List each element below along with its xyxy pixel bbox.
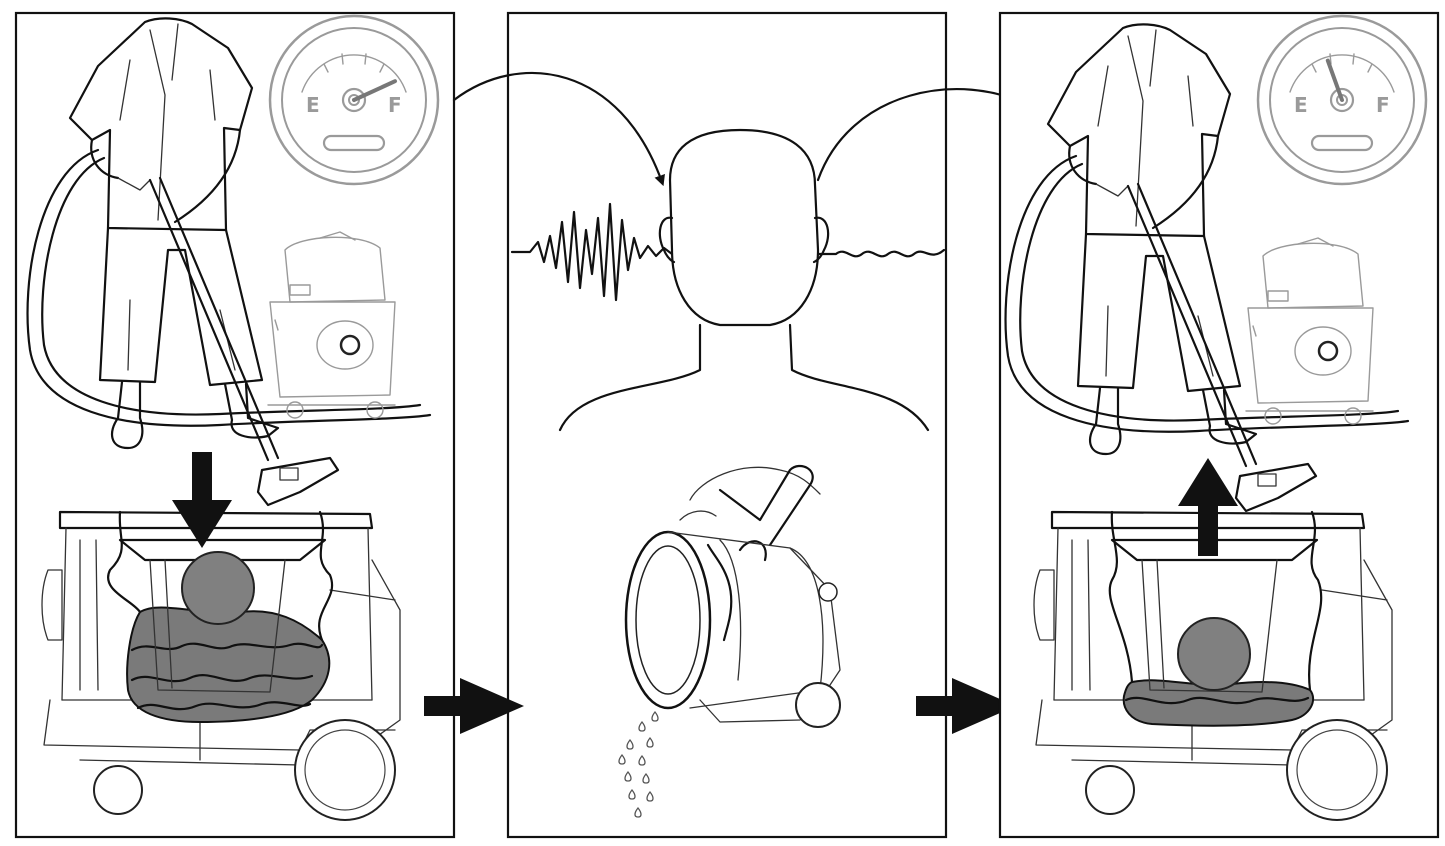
panel-empty-tank: E F (998, 11, 1440, 839)
gauge-needle (352, 79, 397, 102)
flow-arrow-2 (916, 678, 1016, 734)
flow-arrow-1 (424, 678, 524, 734)
float-ball (181, 551, 255, 625)
quiet-sound-wave (816, 248, 946, 258)
curved-arrow-in (452, 71, 665, 187)
gauge-label-full: F (388, 93, 402, 117)
panel-full-tank: E F (14, 11, 456, 839)
vacuum-tank-cutaway (1032, 458, 1394, 822)
gauge-label-full: F (1376, 93, 1390, 117)
loud-sound-wave (510, 202, 674, 302)
tank-opening (624, 530, 712, 710)
arrow-up (1178, 458, 1238, 556)
tank-being-emptied (624, 464, 841, 728)
arrow-down (172, 452, 232, 548)
water-drops (618, 710, 659, 818)
float-ball (1177, 617, 1251, 691)
person-head-outline (558, 128, 930, 432)
gauge-label-empty: E (306, 93, 320, 117)
vacuum-tank-cutaway (40, 452, 402, 822)
panel-emptying (452, 11, 1034, 839)
gauge-needle (1325, 58, 1344, 102)
gauge-label-empty: E (1294, 93, 1308, 117)
fuel-gauge-full: E F (268, 14, 440, 186)
fuel-gauge-low: E F (1256, 14, 1428, 186)
